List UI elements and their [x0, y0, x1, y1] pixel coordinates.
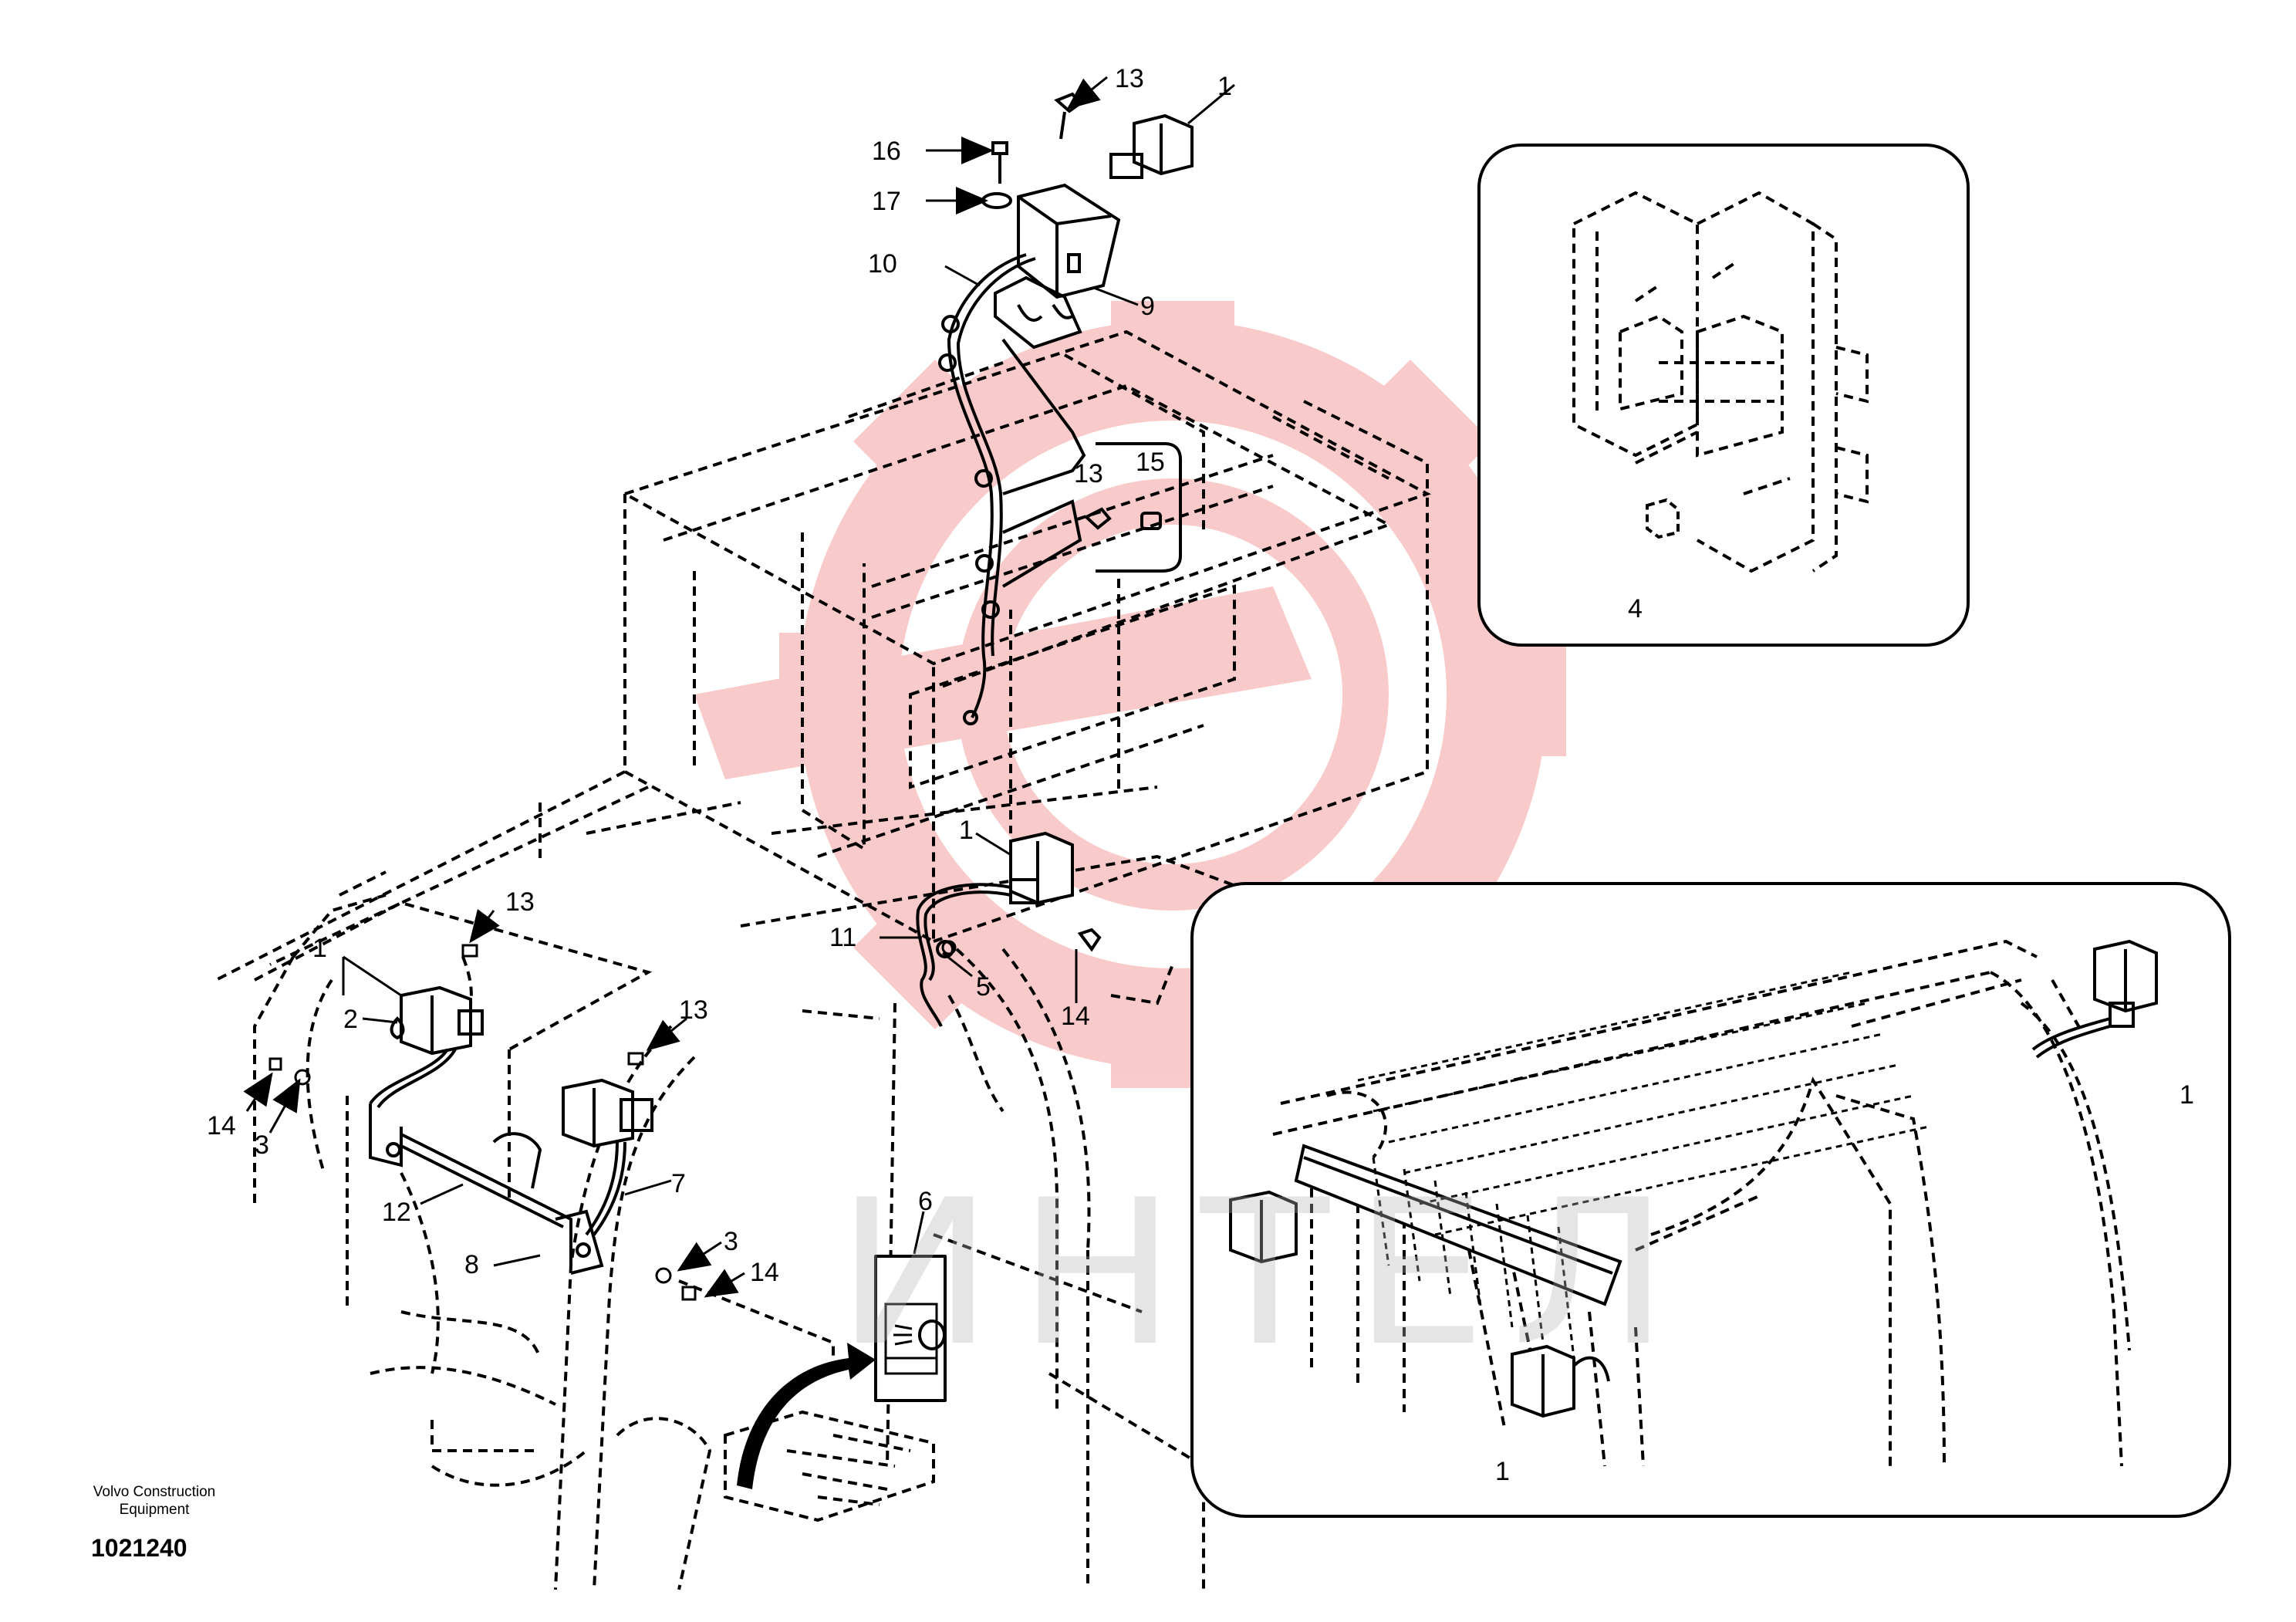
callout-13-left: 13 — [505, 887, 535, 917]
callout-15: 15 — [1136, 448, 1165, 477]
callout-1-inset-bottom: 1 — [1495, 1457, 1510, 1486]
callout-6: 6 — [918, 1187, 933, 1216]
bolts-small — [268, 940, 957, 1301]
inset-fuse-box — [1477, 144, 1970, 647]
callout-13-top: 13 — [1115, 64, 1144, 93]
callout-2: 2 — [343, 1005, 358, 1034]
callout-3-lower: 3 — [724, 1227, 738, 1256]
callout-13-lower: 13 — [679, 995, 708, 1025]
callout-8: 8 — [464, 1250, 479, 1279]
company-line-2: Equipment — [119, 1502, 190, 1518]
company-line-1: Volvo Construction — [93, 1484, 216, 1500]
work-light-top — [1109, 113, 1194, 179]
callout-5: 5 — [976, 972, 991, 1002]
cab-structure-outline — [215, 329, 1431, 1590]
detail-bubble-clips — [1001, 338, 1182, 588]
callout-14-lower: 14 — [750, 1258, 779, 1287]
work-light-left — [369, 985, 484, 1109]
callout-1-top: 1 — [1217, 72, 1232, 101]
drawing-number: 1021240 — [91, 1534, 187, 1562]
callout-1-left: 1 — [312, 934, 327, 963]
callout-13-mid: 13 — [1074, 459, 1103, 488]
indicator-arrow — [737, 1343, 876, 1489]
work-light-center — [916, 831, 1102, 1027]
callout-11: 11 — [829, 923, 856, 952]
footer-company: Volvo Construction Equipment — [54, 1483, 255, 1519]
callout-1-inset-right: 1 — [2180, 1080, 2194, 1110]
callout-14-center: 14 — [1061, 1002, 1090, 1031]
callout-4: 4 — [1628, 594, 1643, 623]
callout-1-center: 1 — [959, 816, 974, 845]
callout-7: 7 — [671, 1169, 686, 1198]
work-light-bracket-box — [994, 183, 1121, 350]
watermark-text: ИНТЕЛ — [836, 1157, 1694, 1391]
callout-12: 12 — [382, 1198, 411, 1227]
callout-16: 16 — [872, 137, 901, 166]
inset-roof-lights — [1190, 882, 2231, 1518]
work-light-switch-icon — [874, 1255, 947, 1402]
light-bracket-12 — [369, 1103, 604, 1275]
bolt-and-washer — [981, 92, 1082, 209]
callout-3-left: 3 — [255, 1130, 269, 1160]
harness-10 — [938, 253, 1036, 725]
callout-10: 10 — [868, 249, 897, 279]
gear-logo-watermark — [694, 301, 1566, 1088]
work-light-lower — [492, 1078, 653, 1236]
callout-numbers: 13 1 16 17 10 9 13 15 4 1 11 5 14 13 1 2… — [207, 64, 2194, 1486]
callout-14-left: 14 — [207, 1111, 236, 1140]
callout-17: 17 — [872, 187, 901, 216]
callout-9: 9 — [1140, 292, 1155, 321]
